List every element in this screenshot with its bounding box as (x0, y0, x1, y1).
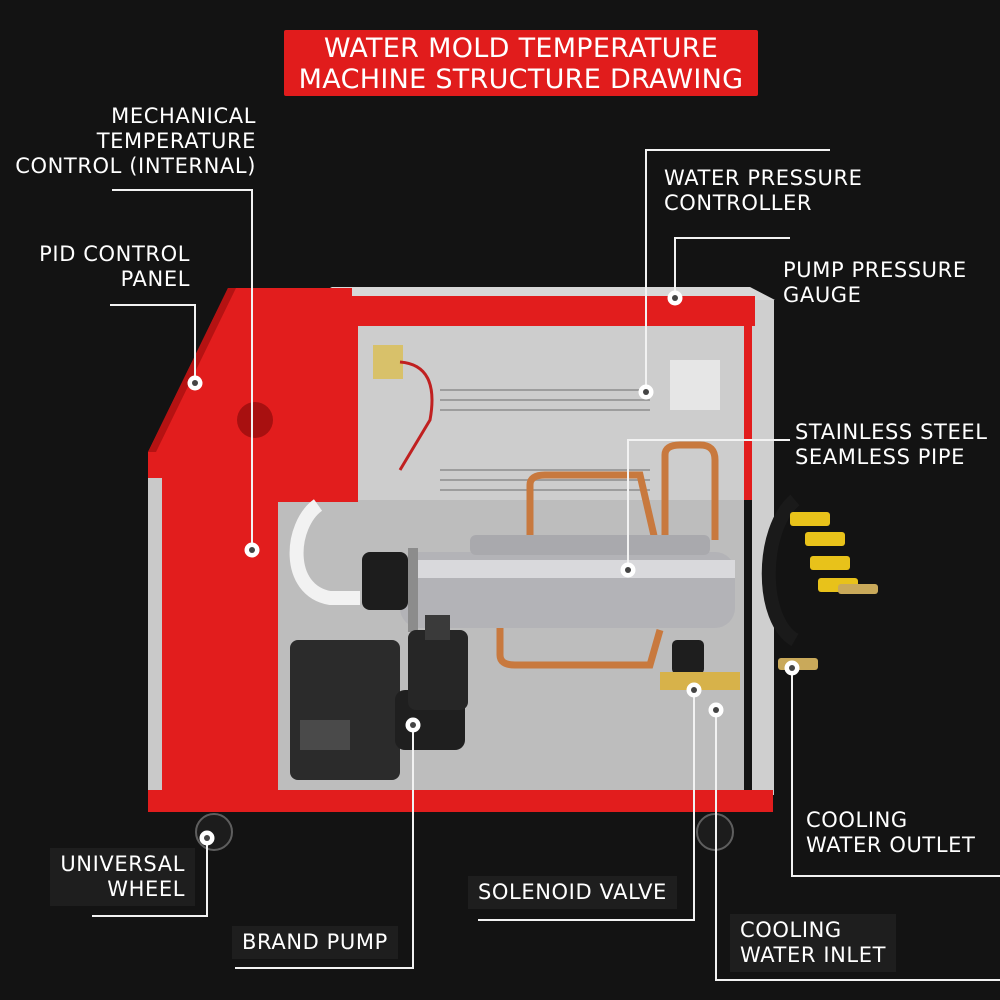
steel-pipe (362, 535, 735, 632)
title-line-1: WATER MOLD TEMPERATURE (323, 33, 719, 64)
diagram-title: WATER MOLD TEMPERATURE MACHINE STRUCTURE… (284, 30, 758, 96)
pressure-controller (670, 360, 720, 410)
title-line-2: MACHINE STRUCTURE DRAWING (298, 64, 744, 95)
label-universal-wheel: UNIVERSAL WHEEL (50, 848, 195, 906)
copper-pipes (496, 441, 719, 669)
solenoid-valve-body (660, 640, 740, 690)
yellow-valves (790, 512, 858, 592)
label-solenoid-valve: SOLENOID VALVE (468, 876, 677, 909)
leader-lines (92, 149, 1000, 981)
label-cooling-water-outlet: COOLING WATER OUTLET (806, 808, 976, 857)
hose (289, 499, 360, 605)
wheels (195, 813, 734, 851)
label-pump-pressure-gauge: PUMP PRESSURE GAUGE (783, 258, 967, 307)
pump (290, 615, 468, 780)
label-brand-pump: BRAND PUMP (232, 926, 398, 959)
label-mechanical-temperature-control: MECHANICAL TEMPERATURE CONTROL (INTERNAL… (15, 104, 256, 178)
label-pid-control-panel: PID CONTROL PANEL (39, 242, 190, 291)
label-water-pressure-controller: WATER PRESSURE CONTROLLER (664, 166, 863, 215)
label-stainless-steel-seamless-pipe: STAINLESS STEEL SEAMLESS PIPE (795, 420, 988, 469)
label-cooling-water-inlet: COOLING WATER INLET (730, 914, 897, 972)
thermostat (373, 345, 403, 379)
callout-markers (187, 290, 800, 846)
